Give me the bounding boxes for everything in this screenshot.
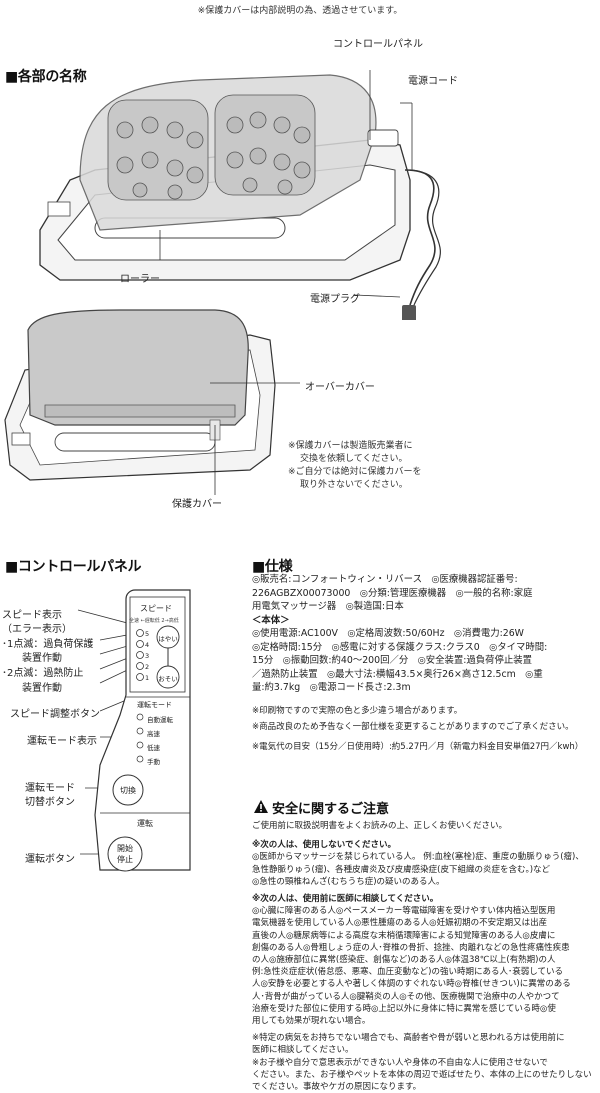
speed-level: 5 [145, 630, 150, 638]
dev-speed-sub: 全速 ←遅転低 2→高低 [129, 618, 179, 624]
spec-line: 用電気マッサージ器 ◎製造国:日本 [252, 601, 404, 612]
spec-line: ◎販売名:コンフォートウィン・リバース ◎医療機器認証番号: [252, 574, 518, 585]
mode-switch-label: 運転モード [25, 783, 75, 794]
mode-item: 低速 [147, 744, 160, 752]
mode-display-label: 運転モード表示 [27, 736, 97, 747]
no-use-title: ※次の人は、使用しないでください。 [252, 840, 397, 851]
spec-note: ※電気代の目安（15分／日使用時）:約5.27円／月（新電力料金目安単価27円／… [252, 742, 584, 753]
cover-note: ※保護カバーは製造販売業者に 交換を依頼してください。 ※ご自分では絶対に保護カ… [288, 440, 422, 492]
protective-cover-label: 保護カバー [172, 499, 222, 510]
speed-display-label: スピード表示 [2, 610, 62, 621]
control-panel-illustration: スピード [77, 589, 191, 872]
dev-speed-text: スピード [140, 604, 172, 613]
one-blink-label: ･1点滅：過負荷保護 [2, 639, 94, 650]
cover-note-line: 取り外さないでください。 [300, 480, 408, 490]
device-top-illustration [39, 70, 441, 320]
power-plug-label: 電源プラグ [310, 294, 360, 305]
one-blink-label-2: 装置作動 [22, 653, 62, 664]
warning-icon [254, 800, 268, 813]
no-use-line: ◎医師からマッサージを禁じられている人。 例:血栓(塞栓)症、重度の動脈りゅう(… [252, 852, 584, 863]
run-button-text: 停止 [117, 855, 133, 864]
dev-run-button[interactable]: 開始 停止 [108, 843, 142, 865]
consult-line: 例:急性炎症症状(倦怠感、悪寒、血圧変動など)の強い時期にある人･衰弱している [252, 967, 563, 978]
mode-switch-label-2: 切替ボタン [25, 797, 75, 808]
parts-heading: ■各部の名称 [5, 69, 87, 85]
control-panel-label: コントロールパネル [333, 39, 423, 50]
spec-note: ※印刷物ですので実際の色と多少違う場合があります。 [252, 706, 463, 716]
consult-line: 人･背骨が曲がっている人◎腱鞘炎の人◎その他、医療機関で治療中の人やかつて [252, 991, 560, 1002]
spec-line: ◎定格時間:15分 ◎感電に対する保護クラス:クラス0 ◎タイマ時間: [252, 641, 548, 653]
extra-line: でください。事故やケガの原因になります。 [252, 1082, 422, 1093]
no-use-line: ◎急性の頸椎ねんざ(むちうち症)の疑いのある人。 [252, 876, 445, 887]
speed-level: 1 [145, 674, 150, 682]
consult-line: 治療を受けた部位に使用する時◎上記以外に身体に特に異常を感じている時◎使 [252, 1003, 556, 1014]
cover-note-line: ※ご自分では絶対に保護カバーを [288, 467, 422, 477]
extra-line: ※お子様や自分で意思表示ができない人や身体の不自由な人に使用させないで [252, 1057, 548, 1068]
transparency-note: ※保護カバーは内部説明の為、透過させています。 [197, 6, 403, 16]
speed-level: 3 [145, 652, 150, 660]
spec-note: ※商品改良のため予告なく一部仕様を変更することがありますのでご了承ください。 [252, 722, 574, 733]
two-blink-label-2: 装置作動 [22, 683, 62, 694]
spec-line: 15分 ◎振動回数:約40～200回／分 ◎安全装置:過負荷停止装置 [252, 655, 533, 666]
consult-line: ◎心臓に障害のある人◎ペースメーカー等電磁障害を受けやすい体内植込型医用 [252, 906, 556, 917]
cover-note-line: 交換を依頼してください。 [300, 454, 408, 464]
consult-line: 創傷のある人◎骨粗しょう症の人･脊椎の骨折、捻挫、肉離れなどの急性疼痛性疾患 [252, 942, 570, 953]
spec-line: ／過熱防止装置 ◎最大寸法:横幅43.5×奥行26×高さ12.5cm ◎重 [252, 668, 543, 680]
consult-line: の人◎施療部位に異常(感染症、創傷など)のある人◎体温38℃以上(有熱期)の人 [252, 955, 556, 966]
mode-item: 高速 [147, 730, 160, 738]
dev-run-title: 運転 [137, 819, 153, 828]
run-button-text: 開始 [117, 844, 133, 853]
error-display-label: （エラー表示） [2, 624, 72, 635]
cover-note-line: ※保護カバーは製造販売業者に [288, 441, 413, 451]
spec-line: ◎使用電源:AC100V ◎定格周波数:50/60Hz ◎消費電力:26W [252, 628, 524, 639]
spec-heading: ■仕様 [252, 559, 293, 575]
dev-speed-levels: 5 4 3 2 1 [145, 629, 149, 684]
consult-line: 用しても効果が現れない場合。 [252, 1016, 371, 1027]
roller-group-left [107, 99, 209, 201]
dev-mode-title: 運転モード [137, 701, 172, 709]
spec-line: 226AGBZX00073000 ◎分類:管理医療機器 ◎一般的名称:家庭 [252, 587, 533, 599]
no-use-line: 急性静脈りゅう(瘤)、各種皮膚炎及び皮膚感染症(皮下組織の炎症を含む。)など [252, 864, 551, 875]
dev-switch-button[interactable]: 切換 [120, 786, 136, 795]
run-button-label: 運転ボタン [25, 854, 75, 865]
roller-group-right [214, 94, 316, 196]
control-panel-heading: ■コントロールパネル [5, 559, 142, 575]
extra-line: 医師に相談してください。 [252, 1045, 354, 1056]
speed-level: 4 [145, 641, 150, 649]
speed-level: 2 [145, 663, 150, 671]
dev-modes: 自動運転 高速 低速 手動 [147, 713, 173, 769]
device-cover-illustration [4, 309, 300, 495]
safety-intro: ご使用前に取扱説明書をよくお読みの上、正しくお使いください。 [252, 821, 508, 831]
roller-label: ローラー [120, 274, 160, 285]
over-cover-label: オーバーカバー [305, 382, 375, 393]
safety-title: 安全に関するご注意 [272, 802, 390, 817]
mode-item: 自動運転 [147, 716, 173, 724]
spec-line: ＜本体＞ [252, 614, 290, 626]
spec-notes: ※印刷物ですので実際の色と多少違う場合があります。 ※商品改良のため予告なく一部… [252, 705, 598, 754]
dev-slow-button[interactable]: おそい [158, 675, 178, 683]
consult-line: 直後の人◎糖尿病等による高度な末梢循環障害による知覚障害のある人◎皮膚に [252, 930, 556, 941]
safety-body: ご使用前に取扱説明書をよくお読みの上、正しくお使いください。 ※次の人は、使用し… [252, 820, 599, 1093]
dev-fast-button[interactable]: はやい [158, 635, 178, 643]
mode-item: 手動 [147, 758, 160, 766]
spec-body: ◎販売名:コンフォートウィン・リバース ◎医療機器認証番号: 226AGBZX0… [252, 573, 598, 695]
consult-line: 人◎安静を必要とする人や著しく体調のすぐれない時◎脊椎(せきつい)に異常のある [252, 979, 571, 990]
consult-line: 電気機器を使用している人◎悪性腫瘍のある人◎妊娠初期の不安定期又は出産 [252, 918, 548, 929]
consult-title: ※次の人は、使用前に医師に相談してください。 [252, 894, 439, 905]
two-blink-label: ･2点滅：過熱防止 [2, 668, 84, 679]
speed-button-label: スピード調整ボタン [10, 709, 100, 720]
power-cord-label: 電源コード [408, 76, 458, 87]
spec-line: 量:約3.7kg ◎電源コード長さ:2.3m [252, 682, 411, 693]
extra-line: ください。また、お子様やペットを本体の周辺で遊ばせたり、本体の上にのせたりしない [252, 1069, 592, 1080]
extra-line: ※特定の病気をお持ちでない場合でも、高齢者や骨が弱いと思われる方は使用前に [252, 1033, 565, 1044]
